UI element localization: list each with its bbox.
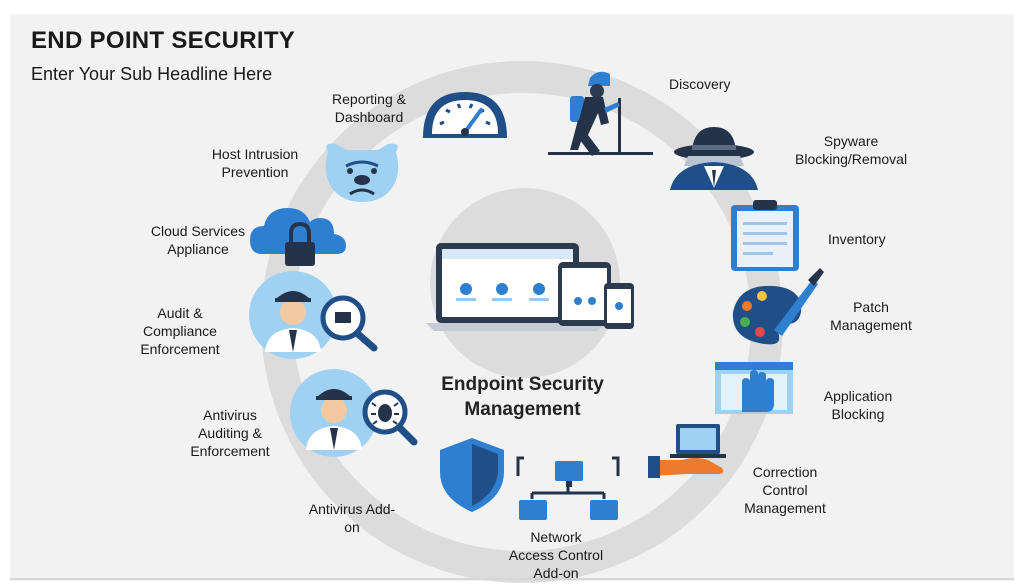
label-antivirus-audit: Antivirus Auditing & Enforcement [190,407,270,459]
hiker-icon [548,71,653,156]
label-antivirus-addon: Antivirus Add- on [308,501,396,535]
label-host: Host Intrusion Prevention [211,146,299,180]
police-magnifier-icon [249,271,378,359]
speedometer-icon [423,92,507,138]
clipboard-icon [731,200,799,271]
bottom-divider [10,578,1014,580]
devices-icon [426,188,634,378]
center-label-line1: Endpoint Security [441,374,604,395]
label-reporting: Reporting & Dashboard [332,91,406,125]
label-audit: Audit & Compliance Enforcement [140,305,220,357]
label-cloud: Cloud Services Appliance [150,223,246,257]
label-inventory: Inventory [828,231,886,247]
bulldog-icon [325,143,399,202]
laptop-hand-icon [648,424,726,478]
center-label: Endpoint Security Management [400,372,645,422]
center-label-line2: Management [464,399,581,420]
label-app-blocking: Application Blocking [823,388,893,422]
page-title: END POINT SECURITY [31,27,296,54]
police-bug-icon [290,369,418,457]
spy-hat-icon [670,127,758,190]
label-correction: Correction Control Management [744,464,826,516]
label-discovery: Discovery [669,76,731,92]
page-subtitle: Enter Your Sub Headline Here [31,64,273,84]
label-spyware: Spyware Blocking/Removal [795,133,908,167]
label-patch: Patch Management [830,299,912,333]
palette-icon [732,268,824,345]
label-network: Network Access Control Add-on [508,529,604,581]
hand-window-icon [715,362,793,414]
shield-icon [440,438,504,512]
network-icon [516,456,620,520]
cloud-lock-icon [250,208,346,266]
